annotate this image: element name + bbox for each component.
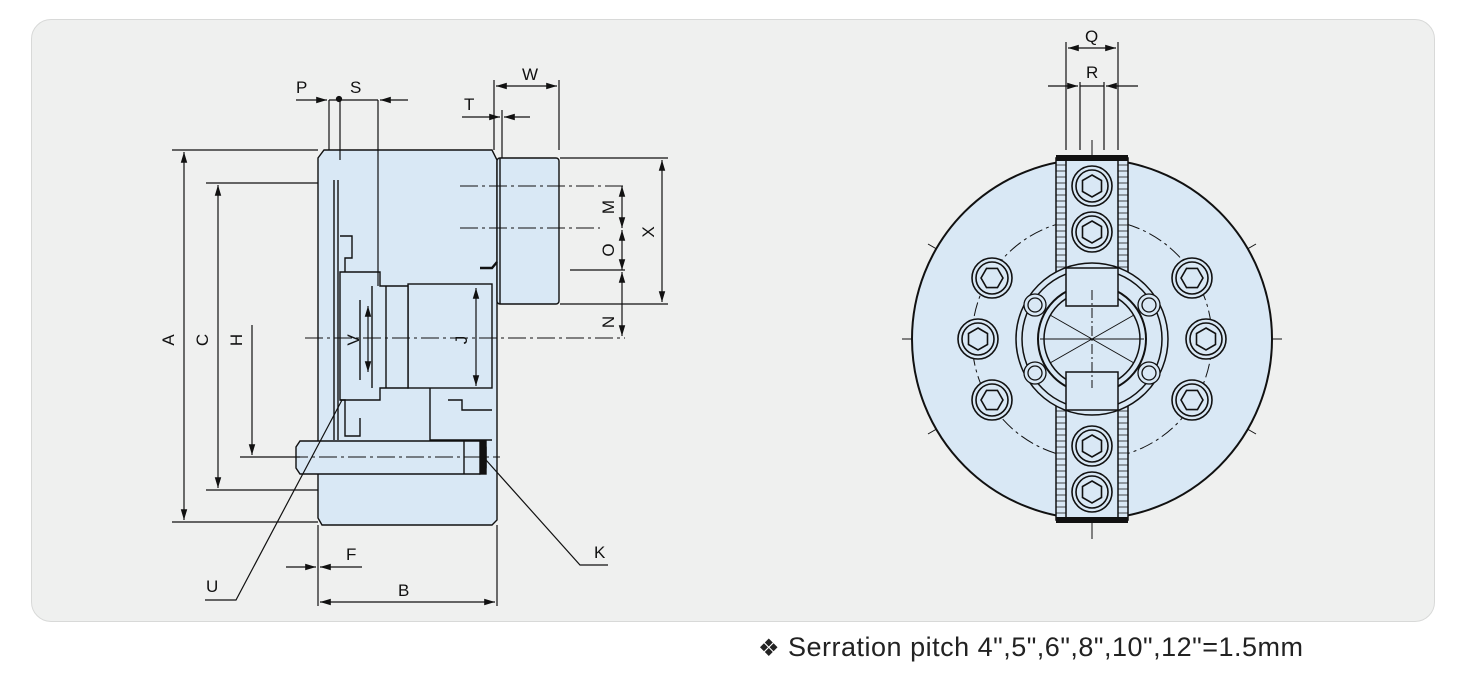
dim-O: O [599,243,618,256]
dim-A: A [159,334,178,346]
dim-K: K [594,543,606,562]
dim-N: N [599,316,618,328]
bore-pocket [407,283,493,389]
serrations [1056,164,1128,514]
top-jaw [496,157,560,305]
dim-H: H [227,334,246,346]
dim-U: U [206,577,218,596]
front-view [902,140,1282,540]
footnote-symbol-icon: ❖ [758,635,781,662]
dim-Q: Q [1085,27,1098,46]
side-labels: A C H V J X M O N P S T W F B U K [159,65,658,600]
hub-screws [1023,293,1161,385]
side-dimensions [172,80,668,606]
dim-C: C [193,334,212,346]
dim-W: W [522,65,538,84]
dim-R: R [1086,63,1098,82]
front-labels: Q R [1085,27,1098,82]
dim-X: X [639,226,658,237]
mounting-bolts [957,165,1227,513]
dim-T: T [464,95,474,114]
dim-V: V [344,334,363,346]
dim-J: J [452,336,471,345]
serration-footnote: ❖ Serration pitch 4",5",6",8",10",12"=1.5… [758,632,1304,663]
dim-B: B [398,581,409,600]
dim-M: M [599,200,618,214]
footnote-text: Serration pitch 4",5",6",8",10",12"=1.5m… [788,632,1304,662]
dim-S: S [350,78,361,97]
dim-F: F [346,545,356,564]
front-dimensions [1048,42,1138,150]
dim-P: P [296,78,307,97]
